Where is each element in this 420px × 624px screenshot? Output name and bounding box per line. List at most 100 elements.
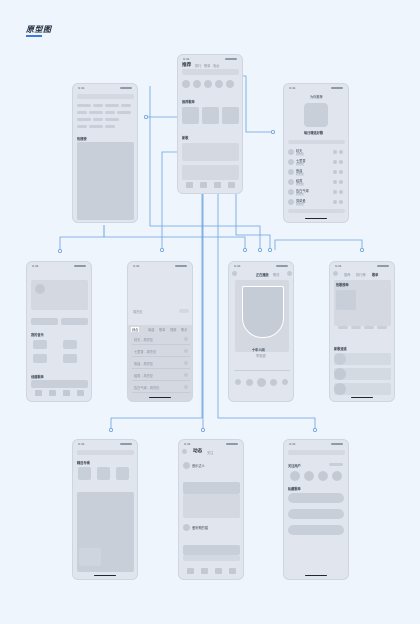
rank-tab[interactable]: 推荐 [344, 273, 351, 277]
result-row[interactable]: 告白气球 - 周杰伦 [132, 384, 190, 393]
shortcut-icon[interactable] [215, 80, 223, 88]
result-row[interactable]: 稻香 - 周杰伦 [132, 372, 190, 381]
more-icon[interactable] [339, 150, 343, 154]
avatar[interactable] [183, 462, 190, 469]
play-icon[interactable] [184, 361, 188, 365]
nav-home-icon[interactable] [35, 390, 42, 396]
music-entry[interactable] [63, 354, 77, 363]
result-tab[interactable]: 综合 [131, 327, 140, 332]
nav-discover-icon[interactable] [49, 390, 56, 396]
tab-rank[interactable]: 排行 [195, 64, 202, 68]
nav-mine-icon[interactable] [77, 390, 84, 396]
new-item[interactable] [334, 368, 391, 380]
rank-tab-active[interactable]: 歌单 [372, 273, 379, 277]
hot-tag[interactable] [77, 125, 87, 128]
feed-media-card[interactable] [183, 555, 240, 561]
nav-feed-icon[interactable] [215, 568, 222, 574]
hot-tag[interactable] [77, 118, 91, 121]
feed-tab-follow[interactable]: 关注 [207, 451, 214, 455]
playlist-cover[interactable] [222, 107, 239, 124]
nav-discover-icon[interactable] [200, 182, 207, 188]
entry-button[interactable] [31, 318, 58, 325]
play-all-bar[interactable] [288, 140, 345, 144]
album-cover[interactable] [78, 467, 91, 480]
album-cover[interactable] [97, 467, 110, 480]
result-tab[interactable]: 单曲 [148, 328, 155, 332]
created-playlist[interactable] [31, 380, 88, 388]
playlist-cover[interactable] [182, 107, 199, 124]
nav-home-icon[interactable] [186, 182, 193, 188]
play-icon[interactable] [184, 373, 188, 377]
play-icon[interactable] [184, 349, 188, 353]
search-input[interactable] [77, 450, 134, 455]
mini-player[interactable] [288, 209, 345, 213]
feed-media[interactable] [183, 545, 240, 555]
search-input[interactable] [288, 450, 345, 455]
tab-recommend[interactable]: 推荐 [182, 63, 192, 68]
more-icon[interactable] [339, 160, 343, 164]
daily-song-item[interactable]: 夜曲周杰伦 [288, 168, 345, 176]
play-icon[interactable] [333, 180, 337, 184]
music-entry[interactable] [63, 340, 77, 349]
hot-tag[interactable] [93, 104, 103, 107]
loop-icon[interactable] [235, 379, 241, 385]
hot-tag[interactable] [105, 118, 119, 121]
hot-tag[interactable] [89, 125, 103, 128]
hot-tag[interactable] [117, 111, 131, 114]
hot-tag[interactable] [93, 118, 103, 121]
play-icon[interactable] [333, 170, 337, 174]
hot-tag[interactable] [121, 104, 131, 107]
more-link[interactable] [329, 463, 343, 466]
progress-bar[interactable] [234, 370, 290, 371]
shortcut-icon[interactable] [193, 80, 201, 88]
chart-cover[interactable] [336, 290, 356, 310]
nav-discover-icon[interactable] [201, 568, 208, 574]
result-row[interactable]: 七里香 - 周杰伦 [132, 348, 190, 357]
user-avatar[interactable] [304, 471, 314, 481]
shortcut-icon[interactable] [182, 80, 190, 88]
new-song-list[interactable] [182, 143, 239, 161]
nav-mine-icon[interactable] [228, 182, 235, 188]
tab-playlist[interactable]: 歌单 [204, 64, 211, 68]
album-cover[interactable] [116, 467, 129, 480]
avatar[interactable] [183, 524, 190, 531]
search-input[interactable] [77, 94, 134, 99]
search-query[interactable]: 周杰伦 [133, 310, 143, 314]
user-avatar[interactable] [290, 471, 300, 481]
hot-tag[interactable] [77, 104, 91, 107]
hot-tag[interactable] [77, 111, 87, 114]
rank-tab[interactable]: 排行榜 [356, 273, 366, 277]
player-tab-now[interactable]: 正在播放 [256, 273, 269, 277]
next-icon[interactable] [270, 379, 277, 386]
back-icon[interactable] [182, 449, 187, 454]
play-icon[interactable] [333, 200, 337, 204]
avatar[interactable] [35, 284, 45, 294]
chart-tag[interactable] [364, 326, 374, 329]
more-icon[interactable] [339, 180, 343, 184]
chart-tag[interactable] [377, 326, 387, 329]
hot-tag[interactable] [105, 104, 119, 107]
share-icon[interactable] [287, 271, 292, 276]
search-bar[interactable] [182, 69, 239, 75]
new-item-cover[interactable] [334, 383, 346, 395]
hot-list[interactable] [77, 142, 134, 220]
result-tab[interactable]: 视频 [170, 328, 177, 332]
play-icon[interactable] [333, 150, 337, 154]
chart-tag[interactable] [338, 326, 348, 329]
daily-song-item[interactable]: 七里香周杰伦 [288, 158, 345, 166]
play-icon[interactable] [184, 337, 188, 341]
banner[interactable] [182, 165, 239, 180]
playlist-row[interactable] [288, 525, 344, 535]
music-entry[interactable] [33, 340, 47, 349]
shortcut-icon[interactable] [226, 80, 234, 88]
cancel-button[interactable] [179, 309, 189, 313]
feed-media-card[interactable] [183, 494, 240, 518]
play-icon[interactable] [257, 378, 266, 387]
result-row[interactable]: 晴天 - 周杰伦 [132, 336, 190, 345]
playlist-row[interactable] [288, 509, 344, 519]
daily-song-item[interactable]: 简单爱周杰伦 [288, 198, 345, 206]
feed-media[interactable] [183, 482, 240, 494]
result-row[interactable]: 夜曲 - 周杰伦 [132, 360, 190, 369]
result-tab[interactable]: 歌单 [159, 328, 166, 332]
new-item-cover[interactable] [334, 368, 346, 380]
